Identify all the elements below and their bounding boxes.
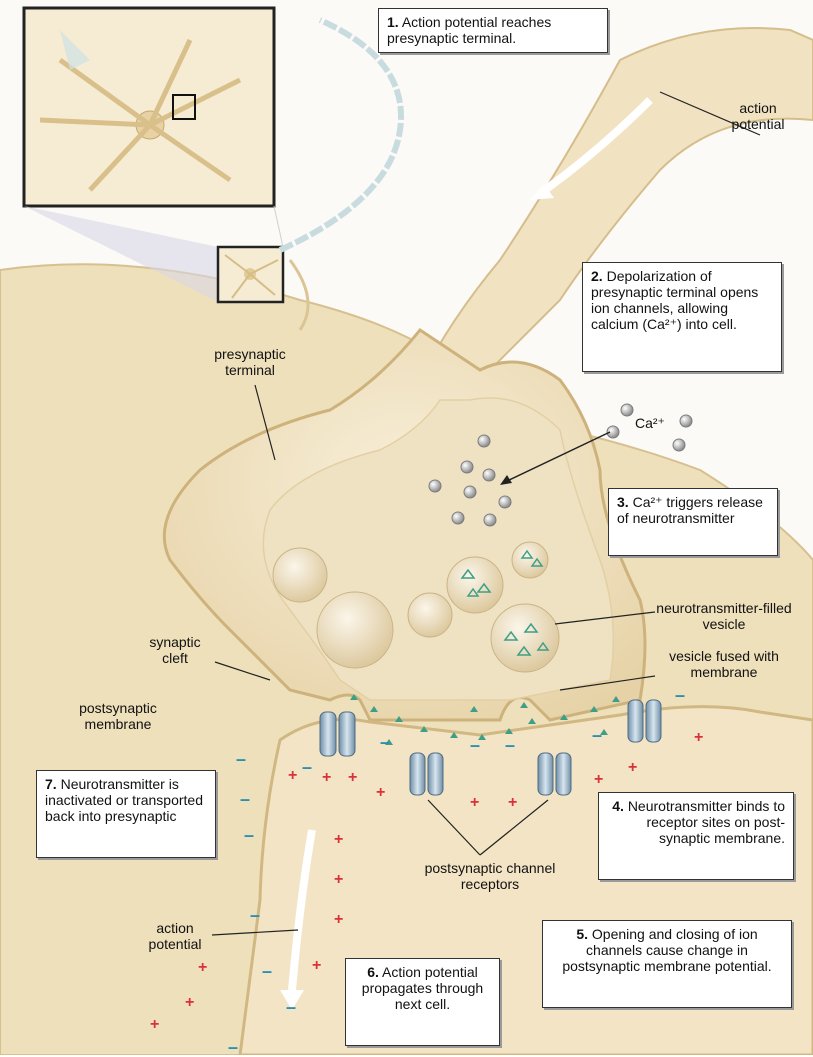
step-number: 1.	[387, 14, 399, 30]
positive-charge: +	[694, 730, 703, 746]
step-number: 5.	[576, 926, 588, 942]
negative-charge: –	[302, 760, 312, 774]
positive-charge: +	[334, 832, 343, 848]
filled-vesicle	[512, 542, 548, 578]
vesicle	[273, 548, 327, 602]
action-potential-label-top: action potential	[718, 100, 798, 132]
vesicle	[317, 592, 393, 668]
negative-charge: –	[592, 728, 602, 742]
positive-charge: +	[594, 772, 603, 788]
step-4-box: 4. Neurotransmitter binds to receptor si…	[598, 792, 794, 880]
negative-charge: –	[262, 964, 272, 978]
step-5-box: 5. Opening and closing of ion channels c…	[542, 920, 792, 1008]
positive-charge: +	[312, 958, 321, 974]
negative-charge: –	[244, 828, 254, 842]
vesicle-label: neurotransmitter-filled vesicle	[654, 600, 794, 632]
channel-receptors-label: postsynaptic channel receptors	[420, 860, 560, 892]
postsynaptic-membrane-label: postsynaptic membrane	[58, 700, 178, 732]
positive-charge: +	[334, 912, 343, 928]
negative-charge: –	[250, 908, 260, 922]
positive-charge: +	[185, 995, 194, 1011]
negative-charge: –	[236, 752, 246, 766]
step-number: 2.	[591, 268, 603, 284]
step-text: Action potential reaches presynaptic ter…	[387, 14, 551, 46]
action-potential-label-bottom: action potential	[135, 920, 215, 952]
negative-charge: –	[505, 738, 515, 752]
positive-charge: +	[334, 872, 343, 888]
step-text: Neurotransmitter is inactivated or trans…	[45, 776, 203, 824]
positive-charge: +	[322, 770, 331, 786]
step-text: Action potential propagates through next…	[362, 964, 483, 1012]
positive-charge: +	[376, 785, 385, 801]
step-2-box: 2. Depolarization of presynaptic termina…	[582, 262, 782, 372]
neuron-inset	[24, 8, 274, 206]
negative-charge: –	[470, 738, 480, 752]
step-3-box: 3. Ca²⁺ triggers release of neurotransmi…	[608, 488, 778, 556]
step-number: 4.	[612, 798, 624, 814]
negative-charge: –	[380, 735, 390, 749]
vesicle	[408, 593, 452, 637]
positive-charge: +	[470, 795, 479, 811]
step-number: 3.	[617, 494, 629, 510]
synaptic-cleft-label: synaptic cleft	[140, 634, 210, 666]
step-number: 6.	[367, 964, 379, 980]
positive-charge: +	[348, 770, 357, 786]
positive-charge: +	[628, 760, 637, 776]
step-text: Depolarization of presynaptic terminal o…	[591, 268, 758, 332]
step-text: Opening and closing of ion channels caus…	[562, 926, 771, 974]
vesicle-fused-label: vesicle fused with membrane	[654, 648, 794, 680]
positive-charge: +	[288, 768, 297, 784]
negative-charge: –	[228, 1040, 238, 1054]
calcium-label: Ca²⁺	[635, 415, 665, 431]
step-text: Ca²⁺ triggers release of neurotransmitte…	[617, 494, 763, 526]
step-1-box: 1. Action potential reaches presynaptic …	[378, 8, 608, 53]
step-7-box: 7. Neurotransmitter is inactivated or tr…	[36, 770, 216, 858]
small-neuron-box	[218, 247, 283, 302]
filled-vesicle	[447, 557, 503, 613]
filled-vesicle	[491, 604, 559, 672]
negative-charge: –	[240, 792, 250, 806]
step-text: Neurotransmitter binds to receptor sites…	[628, 798, 785, 846]
step-number: 7.	[45, 776, 57, 792]
presynaptic-terminal-label: presynaptic terminal	[195, 346, 305, 378]
positive-charge: +	[198, 960, 207, 976]
negative-charge: –	[675, 688, 685, 702]
positive-charge: +	[150, 1017, 159, 1033]
negative-charge: –	[286, 1000, 296, 1014]
positive-charge: +	[508, 795, 517, 811]
step-6-box: 6. Action potential propagates through n…	[345, 958, 500, 1046]
